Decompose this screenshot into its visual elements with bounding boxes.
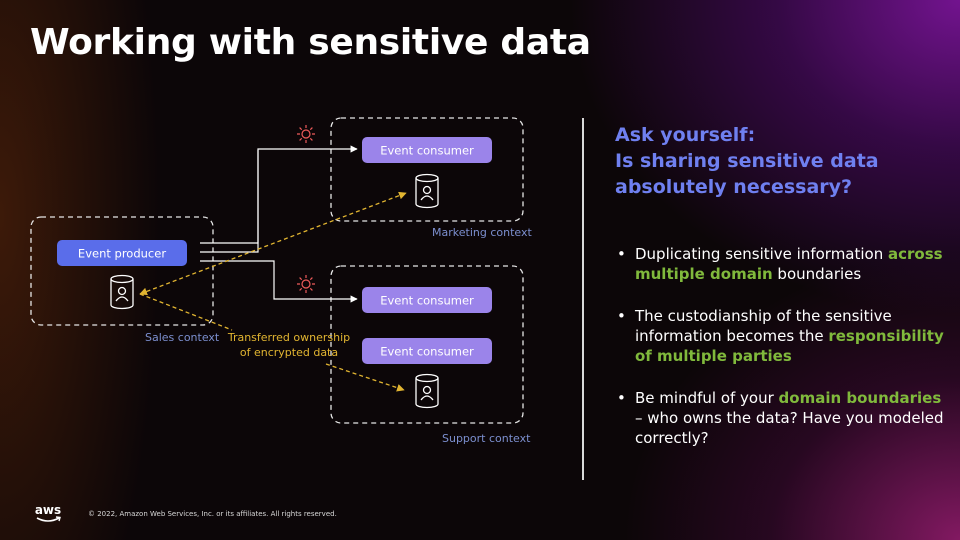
transfer-note-line-1: Transferred ownership: [227, 331, 350, 344]
event-producer-label: Event producer: [78, 247, 166, 261]
bullet-highlight: domain boundaries: [778, 389, 942, 407]
marketing-event-sun-icon: [297, 125, 315, 143]
support-context-label: Support context: [442, 432, 531, 445]
marketing-event-consumer-label: Event consumer: [380, 144, 474, 158]
bullet-item: Be mindful of your domain boundaries – w…: [615, 388, 945, 448]
transfer-note-line-2: of encrypted data: [240, 346, 338, 359]
support-database-icon: [415, 373, 439, 409]
svg-text:aws: aws: [35, 503, 61, 517]
support-event-consumer-box-2[interactable]: [362, 338, 492, 364]
event-arrow-to-marketing: [200, 145, 358, 244]
bullet-item: The custodianship of the sensitive infor…: [615, 306, 945, 366]
bullet-highlight: across multiple domain: [635, 245, 943, 283]
ask-yourself-heading: Ask yourself: Is sharing sensitive data …: [615, 122, 879, 200]
sales-context-boundary: [30, 216, 214, 326]
aws-logo: aws: [35, 503, 61, 522]
copyright-notice: © 2022, Amazon Web Services, Inc. or its…: [88, 510, 337, 518]
support-event-consumer-label-2: Event consumer: [380, 345, 474, 359]
marketing-event-consumer-box[interactable]: [362, 137, 492, 163]
support-event-consumer-box-1[interactable]: [362, 287, 492, 313]
bullet-list: Duplicating sensitive information across…: [615, 244, 945, 470]
bullet-highlight: responsibility of multiple parties: [635, 327, 944, 365]
event-flow-diagram: Event producer Event consumer Event cons…: [30, 117, 532, 445]
ask-line-3: absolutely necessary?: [615, 176, 853, 198]
sales-context-label: Sales context: [145, 331, 220, 344]
encrypted-data-arrow-support-a: [139, 293, 233, 331]
event-producer-box[interactable]: [57, 240, 187, 266]
marketing-context-label: Marketing context: [432, 226, 532, 239]
support-context-boundary: [330, 265, 524, 424]
support-event-consumer-label-1: Event consumer: [380, 294, 474, 308]
ask-line-2: Is sharing sensitive data: [615, 150, 879, 172]
marketing-context-boundary: [330, 117, 524, 222]
bullet-item: Duplicating sensitive information across…: [615, 244, 945, 284]
slide-title: Working with sensitive data: [30, 22, 591, 63]
event-arrow-to-support-2: [200, 260, 358, 303]
ask-line-1: Ask yourself:: [615, 124, 756, 146]
event-arrow-to-support: [200, 150, 259, 253]
encrypted-data-arrow-marketing: [139, 191, 407, 296]
sales-database-icon: [110, 274, 134, 310]
vertical-divider: [582, 118, 584, 480]
encrypted-data-arrow-support-b: [325, 363, 405, 392]
support-event-sun-icon: [297, 275, 315, 293]
marketing-database-icon: [415, 173, 439, 209]
